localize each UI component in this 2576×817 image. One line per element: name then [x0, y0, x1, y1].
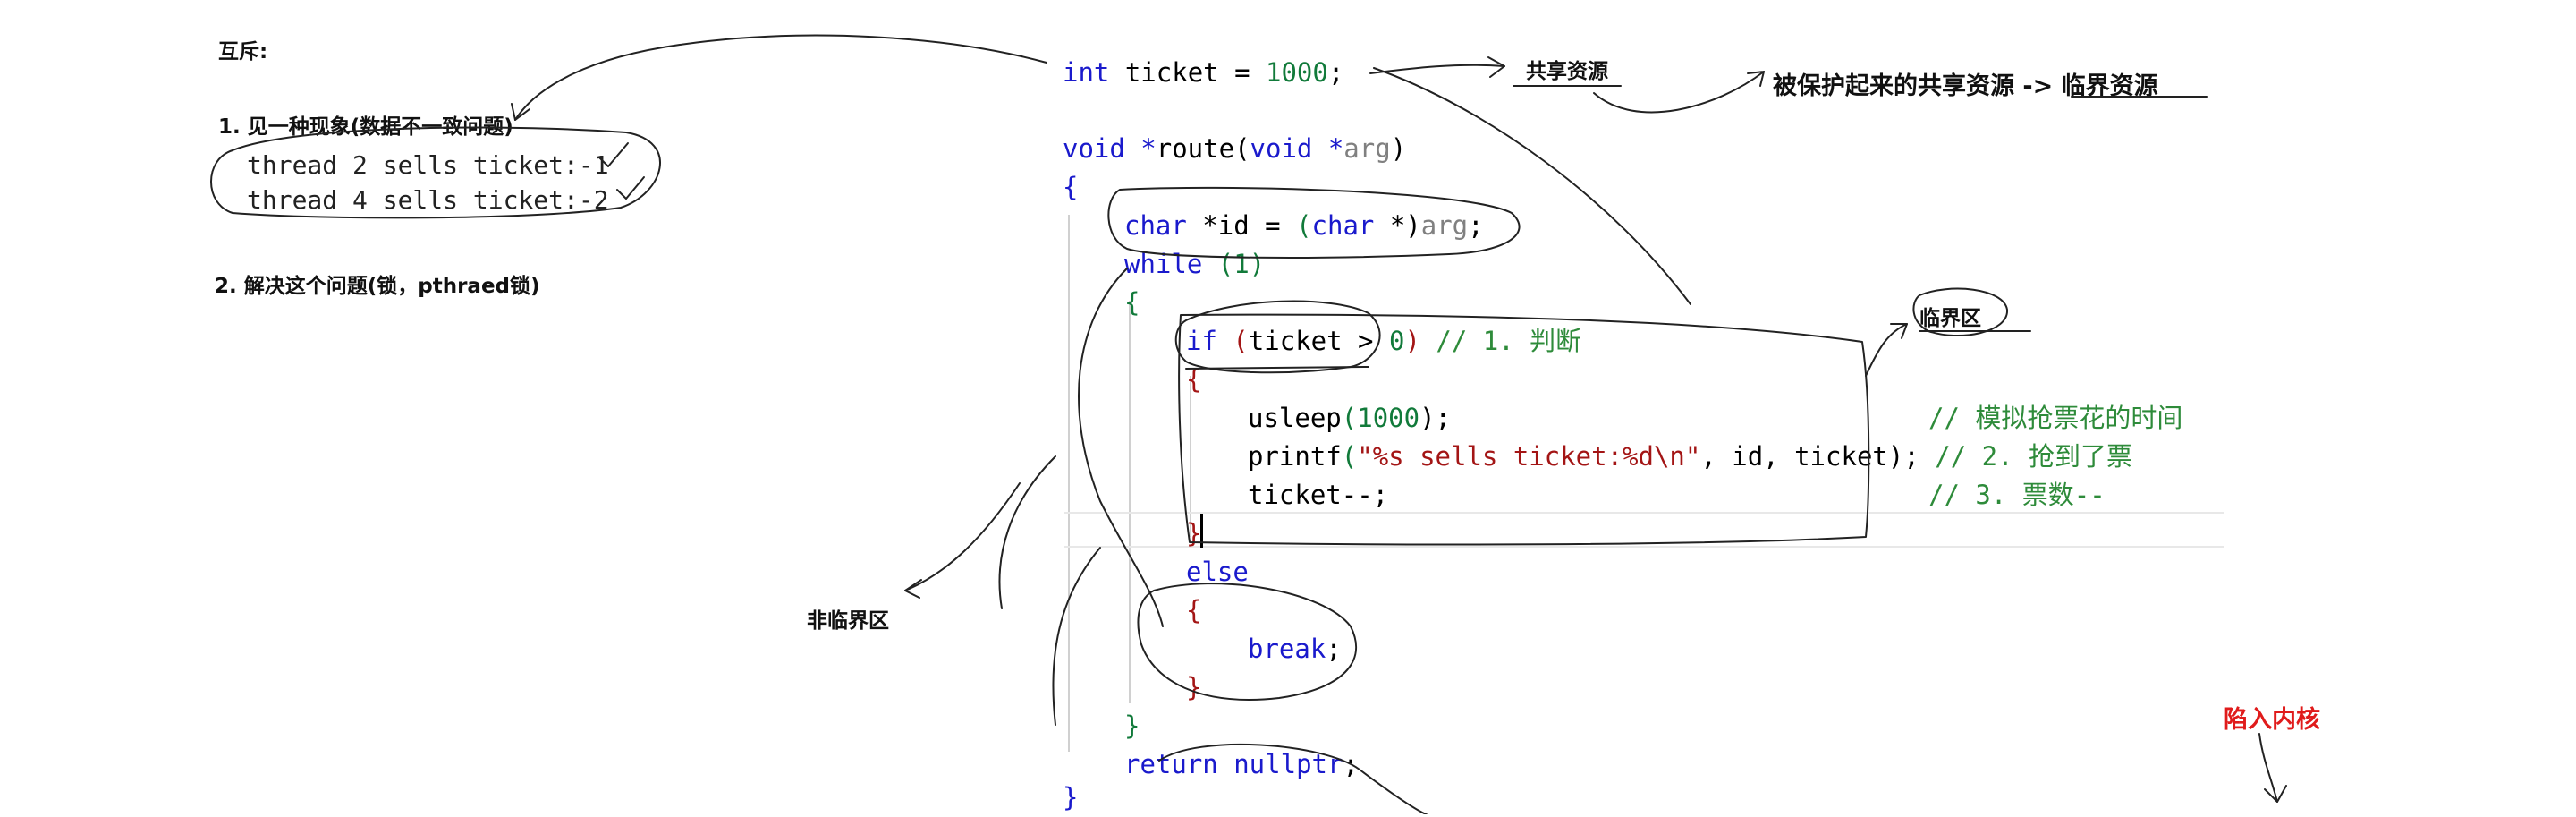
mutex-title: 互斥: [218, 40, 268, 64]
separator-line-2 [1064, 546, 2224, 548]
if-comment: // 1. 判断 [1419, 326, 1582, 356]
arrow-box-to-critical-label [1865, 323, 1908, 377]
code-line-else-brace-close: } [1186, 672, 1202, 702]
indent-guide-1 [1068, 215, 1070, 752]
shared-resource-label: 共享资源 [1526, 60, 1608, 83]
comment-simulate: // 模拟抢票花的时间 [1928, 403, 2183, 433]
comment-count: // 3. 票数-- [1928, 480, 2106, 510]
cast-paren-open: ( [1296, 210, 1312, 241]
code-line-brace-open: { [1063, 172, 1079, 202]
critical-resource-label: 被保护起来的共享资源 -> 临界资源 [1773, 72, 2158, 100]
code-line-while-brace-close: } [1124, 711, 1140, 741]
printf-rest: , id, ticket); [1700, 441, 1919, 472]
return-end: ; [1343, 749, 1359, 779]
code-line-if-brace: { [1186, 364, 1202, 395]
code-line-decl: int ticket = 1000; [1063, 54, 1343, 92]
param-star: * [1312, 133, 1344, 164]
printf-name: printf [1248, 441, 1342, 472]
bracket-noncritical-outer [1052, 547, 1101, 726]
arrow-head-critical [1747, 71, 1765, 87]
decl-value: 1000 [1266, 57, 1328, 88]
param-name: arg [1343, 133, 1391, 164]
if-keyword: if [1186, 326, 1217, 356]
if-paren: ( [1216, 326, 1249, 356]
code-line-usleep: usleep(1000); [1248, 399, 1451, 438]
code-line-func-brace-close: } [1063, 782, 1079, 813]
cast-keyword: char [1311, 210, 1375, 241]
check-mark-2 [616, 176, 645, 200]
critical-section-label: 临界区 [1919, 307, 1981, 330]
decl-end: ; [1327, 57, 1344, 88]
func-close: ) [1390, 133, 1407, 164]
if-zero: 0 [1388, 326, 1405, 356]
char-mid: *id = [1186, 210, 1297, 241]
arrow-ticket-to-observation [514, 34, 1047, 121]
output-line-2: thread 4 sells ticket:-2 [247, 185, 609, 215]
noncritical-section-label: 非临界区 [807, 609, 889, 633]
point-1-heading: 1. 见一种现象(数据不一致问题) [218, 115, 513, 139]
decl-name: ticket = [1109, 57, 1266, 88]
param-type: void [1250, 133, 1313, 164]
code-line-func: void *route(void *arg) [1063, 130, 1406, 168]
arrow-decl-to-critical [1373, 67, 1691, 305]
arrow-head-trap [2264, 785, 2287, 803]
while-keyword: while [1124, 249, 1203, 279]
if-cond: ticket > [1248, 326, 1389, 356]
char-keyword: char [1124, 210, 1187, 241]
break-end: ; [1326, 634, 1342, 664]
printf-open: ( [1341, 441, 1358, 472]
char-end: ; [1468, 210, 1484, 241]
usleep-name: usleep [1248, 403, 1342, 433]
code-line-else: else [1186, 557, 1249, 587]
cast-star: *) [1374, 210, 1421, 241]
arrow-to-trap-kernel [2258, 733, 2278, 803]
type-keyword: int [1063, 57, 1110, 88]
cast-arg: arg [1420, 210, 1469, 241]
arrow-head-noncritical [904, 579, 922, 599]
code-line-decrement: ticket--; [1248, 480, 1389, 510]
usleep-arg: 1000 [1357, 403, 1420, 433]
while-cond: (1) [1202, 249, 1266, 279]
return-value: nullptr [1217, 749, 1343, 779]
arrow-head-critical-label [1890, 323, 1908, 339]
trap-kernel-label: 陷入内核 [2224, 706, 2320, 734]
arrow-head-observation [511, 103, 530, 121]
code-line-break: break; [1248, 630, 1342, 668]
printf-string: "%s sells ticket:%d\n" [1357, 441, 1701, 472]
if-close: ) [1404, 326, 1420, 356]
code-line-if: if (ticket > 0) // 1. 判断 [1186, 322, 1581, 361]
bracket-noncritical-left [998, 455, 1056, 609]
usleep-close: ); [1419, 403, 1451, 433]
code-line-if-brace-close: } [1186, 518, 1202, 549]
return-type-keyword: void [1063, 133, 1125, 164]
loop-while-to-else [1078, 268, 1164, 627]
code-line-return: return nullptr; [1124, 745, 1359, 784]
arrow-to-noncritical [904, 482, 1021, 591]
pointer-star: * [1124, 133, 1157, 164]
code-line-char: char *id = (char *)arg; [1124, 207, 1484, 245]
arrow-to-shared-resource [1369, 64, 1505, 74]
code-line-printf: printf("%s sells ticket:%d\n", id, ticke… [1248, 438, 2132, 476]
arrow-head-shared [1487, 56, 1505, 78]
arrow-shared-to-critical [1593, 71, 1765, 114]
break-keyword: break [1248, 634, 1326, 664]
func-name: route( [1156, 133, 1250, 164]
point-2-heading: 2. 解决这个问题(锁，pthraed锁) [215, 275, 540, 298]
usleep-open: ( [1341, 403, 1358, 433]
code-line-while-brace: { [1124, 287, 1140, 318]
code-line-while: while (1) [1124, 245, 1265, 284]
return-keyword: return [1124, 749, 1218, 779]
underline-if-condition [1185, 366, 1369, 370]
output-line-1: thread 2 sells ticket:-1 [247, 150, 609, 180]
indent-guide-2 [1129, 301, 1131, 703]
comment-grab: // 2. 抢到了票 [1919, 441, 2132, 472]
code-line-else-brace: { [1186, 595, 1202, 626]
